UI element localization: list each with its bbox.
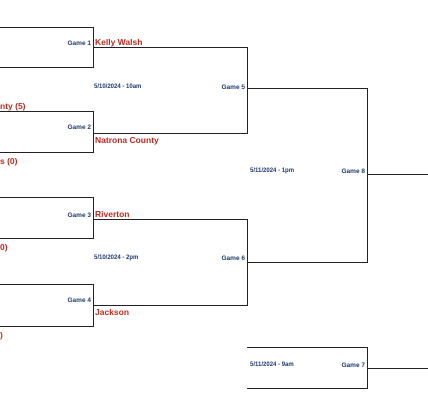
game2-team-top[interactable]: nty (5) <box>0 101 26 111</box>
game4-winner[interactable]: Jackson <box>95 307 130 317</box>
game7-winner-line <box>367 368 428 369</box>
game3-right-line <box>93 197 94 239</box>
game1-top-line <box>0 27 94 28</box>
game3-top-line <box>0 197 94 198</box>
game2-bottom-line <box>0 152 94 153</box>
game2-team-bottom[interactable]: s (0) <box>0 156 18 166</box>
game4-top-line <box>0 284 94 285</box>
game8-date: 5/11/2024 - 1pm <box>250 168 295 174</box>
game5-top-line <box>93 47 248 48</box>
game7-label: Game 7 <box>341 362 366 369</box>
game6-date: 5/10/2024 - 2pm <box>94 255 139 261</box>
game1-label: Game 1 <box>67 40 92 47</box>
game4-team-bottom[interactable]: ) <box>0 330 3 340</box>
game5-bottom-line <box>93 133 248 134</box>
game7-date: 5/11/2024 - 9am <box>250 362 294 368</box>
game5-date: 5/10/2024 - 10am <box>94 84 142 90</box>
game1-winner[interactable]: Kelly Walsh <box>95 37 143 47</box>
game3-team-bottom[interactable]: 0) <box>0 242 8 252</box>
game4-bottom-line <box>0 326 94 327</box>
game6-label: Game 6 <box>221 255 246 262</box>
game4-label: Game 4 <box>67 297 92 304</box>
game2-label: Game 2 <box>67 124 92 131</box>
game8-label: Game 8 <box>341 168 366 175</box>
game8-top-line <box>247 88 368 89</box>
game2-right-line <box>93 111 94 153</box>
game3-winner[interactable]: Riverton <box>95 209 130 219</box>
game5-label: Game 5 <box>221 84 246 91</box>
game7-bottom-line <box>247 388 368 389</box>
game6-bottom-line <box>93 305 248 306</box>
game3-label: Game 3 <box>67 212 92 219</box>
game2-winner[interactable]: Natrona County <box>95 135 159 145</box>
game1-bottom-line <box>0 67 94 68</box>
game8-bottom-line <box>247 262 368 263</box>
game6-top-line <box>93 219 248 220</box>
game7-top-line <box>247 347 368 348</box>
game8-winner-line <box>367 174 428 175</box>
game8-right-line <box>367 88 368 263</box>
game5-right-line <box>247 47 248 134</box>
game2-top-line <box>0 111 94 112</box>
game3-bottom-line <box>0 238 94 239</box>
